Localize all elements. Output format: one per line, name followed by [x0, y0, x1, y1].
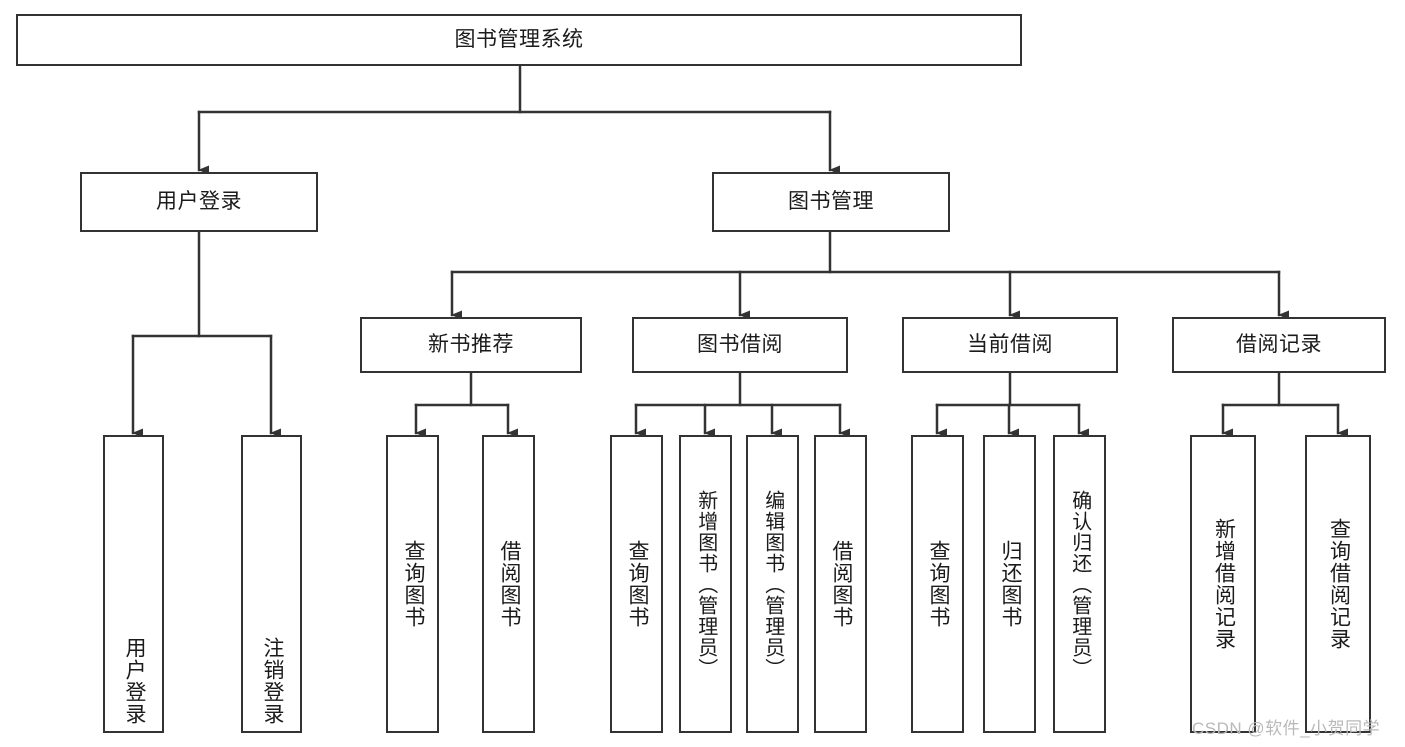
node-leaf-query-book-3[interactable]: 查询图书 [911, 435, 964, 733]
node-label: 查询图书 [926, 540, 950, 628]
node-leaf-edit-book[interactable]: 编辑图书（管理员） [746, 435, 799, 733]
node-label: 借阅图书 [497, 540, 521, 628]
node-leaf-user-login[interactable]: 用户登录 [103, 435, 164, 733]
node-label: 新增借阅记录 [1212, 518, 1236, 650]
connectors-group [131, 64, 1348, 438]
node-root-root[interactable]: 图书管理系统 [16, 14, 1022, 66]
node-book-manage[interactable]: 图书管理 [712, 172, 950, 232]
node-leaf-query-book-2[interactable]: 查询图书 [610, 435, 663, 733]
node-label: 查询借阅记录 [1327, 518, 1351, 650]
node-label: 借阅记录 [1236, 333, 1322, 357]
node-label: 当前借阅 [967, 333, 1053, 357]
node-new-book-rec[interactable]: 新书推荐 [360, 317, 582, 373]
node-label: 编辑图书（管理员） [761, 489, 784, 679]
node-user-login[interactable]: 用户登录 [80, 172, 318, 232]
node-label: 确认归还（管理员） [1068, 489, 1091, 679]
node-label: 借阅图书 [829, 540, 853, 628]
node-label: 注销登录 [260, 637, 284, 725]
node-leaf-add-record[interactable]: 新增借阅记录 [1190, 435, 1256, 733]
node-leaf-borrow-book-1[interactable]: 借阅图书 [482, 435, 535, 733]
node-label: 查询图书 [401, 540, 425, 628]
node-book-borrow[interactable]: 图书借阅 [632, 317, 848, 373]
node-leaf-query-record[interactable]: 查询借阅记录 [1305, 435, 1371, 733]
node-borrow-record[interactable]: 借阅记录 [1172, 317, 1386, 373]
node-current-borrow[interactable]: 当前借阅 [902, 317, 1118, 373]
node-label: 图书管理 [788, 190, 874, 214]
node-label: 图书借阅 [697, 333, 783, 357]
node-label: 归还图书 [998, 540, 1022, 628]
node-label: 用户登录 [156, 190, 242, 214]
node-leaf-add-book[interactable]: 新增图书（管理员） [679, 435, 732, 733]
node-label: 新书推荐 [428, 333, 514, 357]
node-leaf-query-book-1[interactable]: 查询图书 [386, 435, 439, 733]
node-label: 图书管理系统 [454, 28, 584, 52]
node-label: 查询图书 [625, 540, 649, 628]
node-label: 新增图书（管理员） [694, 489, 717, 679]
node-label: 用户登录 [122, 637, 146, 725]
node-leaf-borrow-book-2[interactable]: 借阅图书 [814, 435, 867, 733]
node-leaf-confirm-return[interactable]: 确认归还（管理员） [1053, 435, 1106, 733]
node-leaf-return-book[interactable]: 归还图书 [983, 435, 1036, 733]
node-leaf-logout[interactable]: 注销登录 [241, 435, 302, 733]
